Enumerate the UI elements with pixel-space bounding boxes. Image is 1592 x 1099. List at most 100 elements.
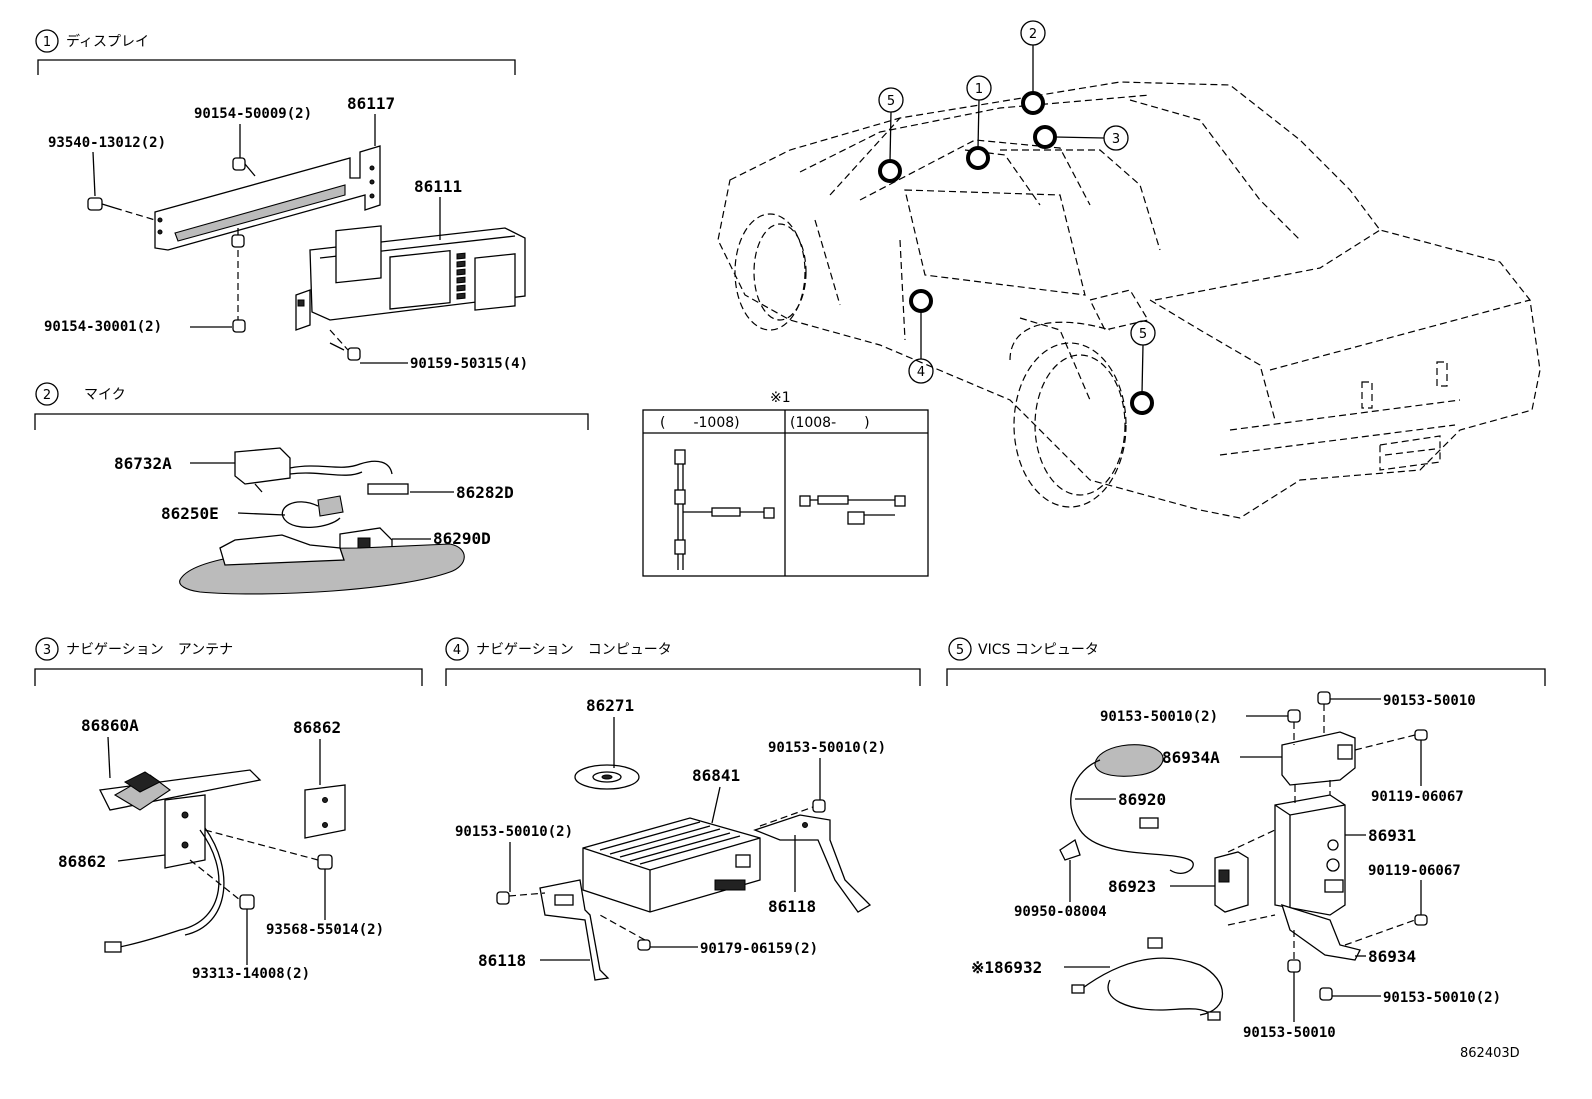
part-number-86111: 86111 bbox=[414, 177, 462, 196]
section-number: 3 bbox=[43, 643, 51, 658]
display-unit-86111 bbox=[295, 225, 526, 331]
section-nav-antenna: 3 ナビゲーション アンテナ 86860A 86862 86862 93568-… bbox=[34, 637, 423, 982]
nav-computer-unit bbox=[582, 817, 761, 913]
section-bracket bbox=[946, 668, 1546, 686]
callout-5: 5 bbox=[887, 94, 895, 109]
section-title: ナビゲーション コンピュータ bbox=[476, 642, 672, 658]
part-number-93540-13012: 93540-13012(2) bbox=[48, 135, 166, 151]
clip-icon bbox=[1059, 838, 1081, 861]
screw-icon bbox=[232, 319, 246, 333]
part-number-86932: ※186932 bbox=[971, 958, 1042, 977]
part-number-86862-lower: 86862 bbox=[58, 852, 106, 871]
section-display: 1 ディスプレイ bbox=[35, 29, 528, 372]
part-number-86934: 86934 bbox=[1368, 947, 1416, 966]
inset-column-early: ( -1008) bbox=[660, 415, 740, 431]
section-bracket bbox=[37, 59, 516, 75]
bracket-86117 bbox=[154, 145, 381, 251]
part-number-93568-55014: 93568-55014(2) bbox=[266, 922, 384, 938]
screw-icon bbox=[1317, 691, 1331, 705]
inset-column-late: (1008- ) bbox=[790, 415, 870, 431]
part-number-86860A: 86860A bbox=[81, 716, 139, 735]
screw-icon bbox=[231, 228, 245, 248]
part-number-86931: 86931 bbox=[1368, 826, 1416, 845]
screw-icon bbox=[87, 197, 116, 211]
part-number-86250E: 86250E bbox=[161, 504, 219, 523]
callout-1: 1 bbox=[975, 82, 983, 97]
section-number: 1 bbox=[43, 35, 51, 50]
section-title: VICS コンピュータ bbox=[978, 642, 1099, 658]
part-number-86118-left: 86118 bbox=[478, 951, 526, 970]
part-number-90950-08004: 90950-08004 bbox=[1014, 904, 1107, 920]
diagram-code: 862403D bbox=[1460, 1046, 1520, 1061]
part-number-86920: 86920 bbox=[1118, 790, 1166, 809]
screw-icon bbox=[1287, 709, 1301, 723]
part-number-90153-50010-left: 90153-50010(2) bbox=[455, 824, 573, 840]
callout-2: 2 bbox=[1029, 27, 1037, 42]
vics-bracket-86934 bbox=[1280, 904, 1361, 961]
section-title: ディスプレイ bbox=[66, 33, 149, 50]
part-number-90154-30001: 90154-30001(2) bbox=[44, 319, 162, 335]
vics-bracket-86934A bbox=[1281, 731, 1356, 786]
section-microphone: 2 マイク 86732A 86282D 86250E 86290D bbox=[34, 382, 589, 595]
callout-3: 3 bbox=[1112, 132, 1120, 147]
part-number-86934A: 86934A bbox=[1162, 748, 1220, 767]
part-number-90119-06067-lower: 90119-06067 bbox=[1368, 863, 1461, 879]
part-number-90179-06159: 90179-06159(2) bbox=[700, 941, 818, 957]
part-number-86841: 86841 bbox=[692, 766, 740, 785]
section-number-circle bbox=[445, 637, 469, 661]
part-number-86862-upper: 86862 bbox=[293, 718, 341, 737]
part-number-86118-right: 86118 bbox=[768, 897, 816, 916]
part-number-90159-50315: 90159-50315(4) bbox=[410, 356, 528, 372]
vics-antenna-86920 bbox=[1070, 744, 1194, 875]
part-number-86282D: 86282D bbox=[456, 483, 514, 502]
vics-connector-86923 bbox=[1214, 851, 1249, 913]
section-number: 5 bbox=[956, 643, 964, 658]
screw-icon bbox=[232, 157, 256, 177]
screw-icon bbox=[1319, 987, 1333, 1001]
section-number: 4 bbox=[453, 643, 461, 658]
vics-unit-86931 bbox=[1274, 794, 1346, 916]
section-title: マイク bbox=[84, 387, 126, 403]
part-number-86290D: 86290D bbox=[433, 529, 491, 548]
part-number-90153-50010-2-bottom: 90153-50010(2) bbox=[1383, 990, 1501, 1006]
section-nav-computer: 4 ナビゲーション コンピュータ 86271 bbox=[445, 637, 921, 981]
part-number-90153-50010-top: 90153-50010 bbox=[1383, 693, 1476, 709]
part-number-86923: 86923 bbox=[1108, 877, 1156, 896]
part-number-90119-06067-upper: 90119-06067 bbox=[1371, 789, 1464, 805]
screw-icon bbox=[1414, 729, 1428, 741]
harness-variant-inset: ※1 ( -1008) (1008- ) bbox=[642, 390, 929, 577]
part-number-86271: 86271 bbox=[586, 696, 634, 715]
bracket-left bbox=[539, 879, 610, 981]
part-number-90153-50010-right: 90153-50010(2) bbox=[768, 740, 886, 756]
section-vics-computer: 5 VICS コンピュータ bbox=[946, 637, 1546, 1041]
screw-icon bbox=[1287, 959, 1301, 973]
part-number-90153-50010-bottom: 90153-50010 bbox=[1243, 1025, 1336, 1041]
nut-icon bbox=[637, 939, 651, 951]
section-bracket bbox=[34, 668, 423, 686]
part-number-90153-50010-2: 90153-50010(2) bbox=[1100, 709, 1218, 725]
section-number-circle bbox=[948, 637, 972, 661]
microphone-assembly bbox=[179, 447, 465, 595]
part-number-86732A: 86732A bbox=[114, 454, 172, 473]
screw-icon bbox=[1414, 914, 1428, 926]
bracket-right bbox=[753, 814, 872, 913]
section-number-circle bbox=[35, 637, 59, 661]
vics-harness-86932 bbox=[1071, 937, 1224, 1021]
part-number-86117: 86117 bbox=[347, 94, 395, 113]
inset-mark: ※1 bbox=[770, 390, 791, 406]
section-bracket bbox=[445, 668, 921, 686]
dvd-disc-icon bbox=[574, 764, 640, 790]
part-number-90154-50009: 90154-50009(2) bbox=[194, 106, 312, 122]
section-number: 2 bbox=[43, 388, 51, 403]
callout-4: 4 bbox=[917, 365, 925, 380]
part-number-93313-14008: 93313-14008(2) bbox=[192, 966, 310, 982]
antenna-assembly bbox=[99, 769, 346, 953]
screw-icon bbox=[812, 799, 826, 813]
screw-icon bbox=[329, 342, 361, 361]
vehicle-illustration: 5 1 2 3 5 4 bbox=[717, 20, 1541, 519]
screw-icon bbox=[496, 891, 510, 905]
callout-5: 5 bbox=[1139, 327, 1147, 342]
section-number-circle bbox=[35, 382, 59, 406]
section-title: ナビゲーション アンテナ bbox=[66, 642, 233, 658]
